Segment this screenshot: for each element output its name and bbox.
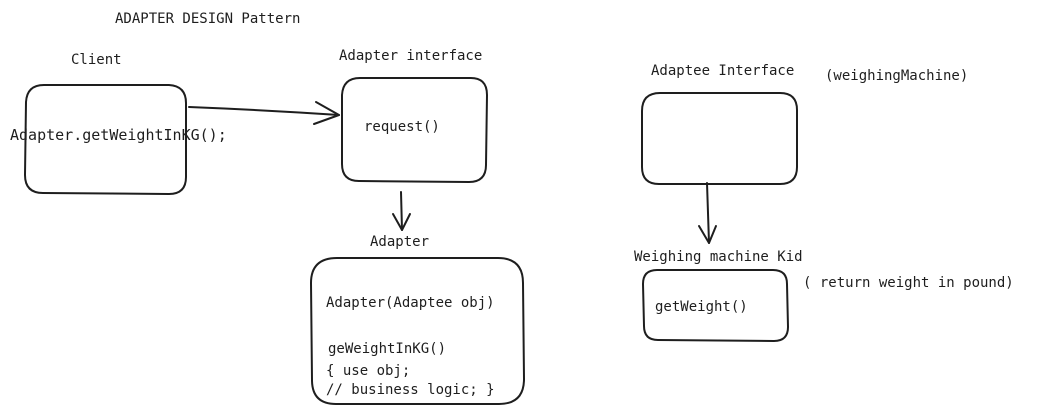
diagram-title: ADAPTER DESIGN Pattern bbox=[115, 11, 301, 27]
adapter-label: Adapter bbox=[370, 234, 430, 250]
weighing-machine-kid-note: ( return weight in pound) bbox=[803, 275, 1014, 291]
adapter-method: geWeightInKG() bbox=[328, 341, 447, 357]
weighing-machine-kid-label: Weighing machine Kid bbox=[634, 249, 803, 265]
adapter-interface-method: request() bbox=[364, 119, 440, 135]
adapter-body-line2: // business logic; } bbox=[326, 382, 495, 398]
adapter-arrowhead bbox=[392, 213, 411, 231]
adaptee-to-kid-arrow bbox=[706, 182, 710, 244]
adapter-body-line1: { use obj; bbox=[326, 363, 411, 379]
client-call-text: Adapter.getWeightInKG(); bbox=[10, 126, 227, 144]
adaptee-interface-note: (weighingMachine) bbox=[825, 68, 969, 84]
client-box bbox=[24, 84, 187, 195]
adapter-interface-box bbox=[341, 76, 488, 183]
weighing-machine-kid-box bbox=[642, 269, 789, 342]
adaptee-interface-box bbox=[641, 92, 798, 185]
adapter-interface-label: Adapter interface bbox=[339, 48, 483, 64]
weighing-machine-kid-method: getWeight() bbox=[655, 299, 748, 315]
client-label: Client bbox=[71, 52, 122, 68]
kid-arrowhead bbox=[698, 225, 717, 244]
client-arrowhead bbox=[313, 101, 340, 125]
adapter-constructor: Adapter(Adaptee obj) bbox=[326, 295, 495, 311]
adapter-box bbox=[310, 257, 525, 405]
adaptee-interface-label: Adaptee Interface bbox=[651, 63, 795, 79]
client-to-adapter-interface-arrow bbox=[188, 106, 340, 116]
adapter-interface-to-adapter-arrow bbox=[400, 191, 403, 231]
